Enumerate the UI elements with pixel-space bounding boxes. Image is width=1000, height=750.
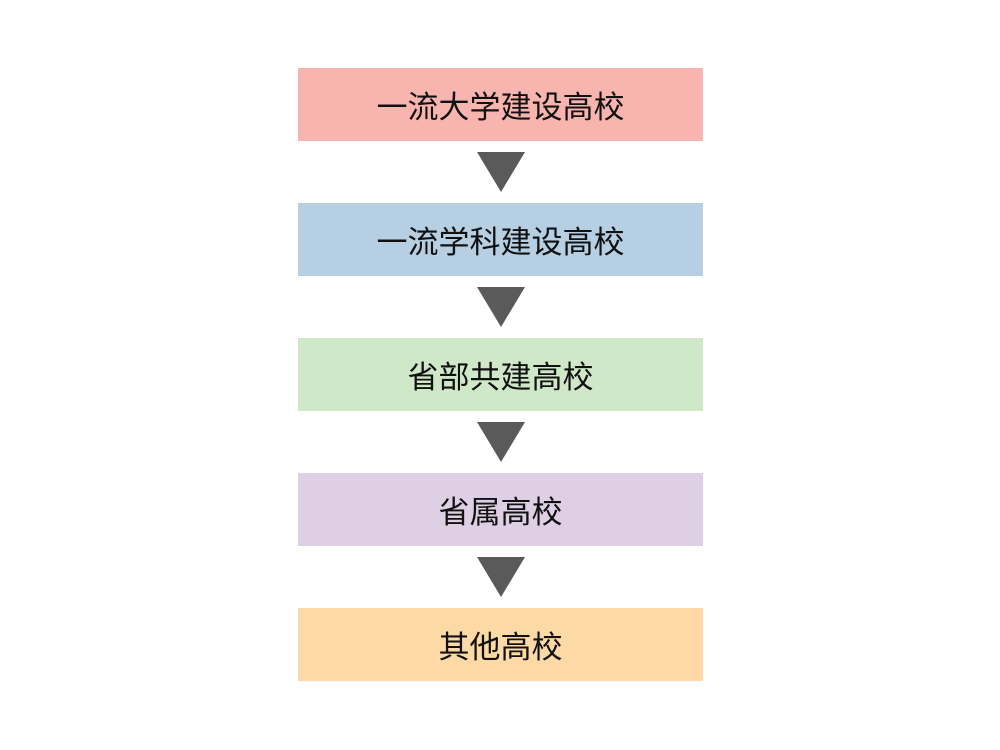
step-label-4: 省属高校	[438, 495, 563, 531]
step-box-3: 省部共建高校	[298, 338, 703, 411]
step-label-2: 一流学科建设高校	[376, 225, 625, 261]
step-label-1: 一流大学建设高校	[376, 90, 625, 126]
step-box-4: 省属高校	[298, 473, 703, 546]
step-box-5: 其他高校	[298, 608, 703, 681]
step-box-1: 一流大学建设高校	[298, 68, 703, 141]
arrow-down-icon	[298, 546, 703, 608]
flowchart: 一流大学建设高校 一流学科建设高校 省部共建高校 省属高校 其他高校	[298, 68, 703, 681]
step-label-3: 省部共建高校	[407, 360, 594, 396]
arrow-down-icon	[298, 276, 703, 338]
step-label-5: 其他高校	[438, 630, 563, 666]
step-box-2: 一流学科建设高校	[298, 203, 703, 276]
arrow-down-icon	[298, 411, 703, 473]
arrow-down-icon	[298, 141, 703, 203]
